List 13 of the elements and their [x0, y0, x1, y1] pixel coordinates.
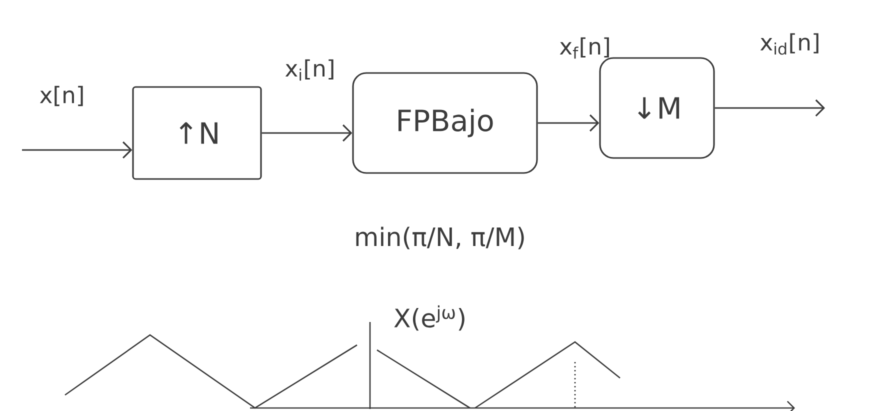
arrow — [538, 114, 600, 132]
arrow — [22, 141, 132, 159]
arrow — [262, 124, 352, 142]
signal-label: x[n] — [40, 86, 83, 106]
process-box: ↑N — [132, 86, 262, 180]
arrow — [714, 99, 826, 117]
cutoff-label: min(π/N, π/M) — [356, 226, 524, 250]
spectrum-label: X(e$^{jω}$) — [394, 305, 464, 331]
process-box: ↓M — [599, 57, 715, 159]
signal-label: x$_{f}$[n] — [560, 37, 609, 59]
signal-label: x$_{id}$[n] — [760, 33, 818, 55]
process-box: FPBajo — [352, 72, 538, 174]
signal-label: x$_{i}$[n] — [285, 59, 334, 81]
